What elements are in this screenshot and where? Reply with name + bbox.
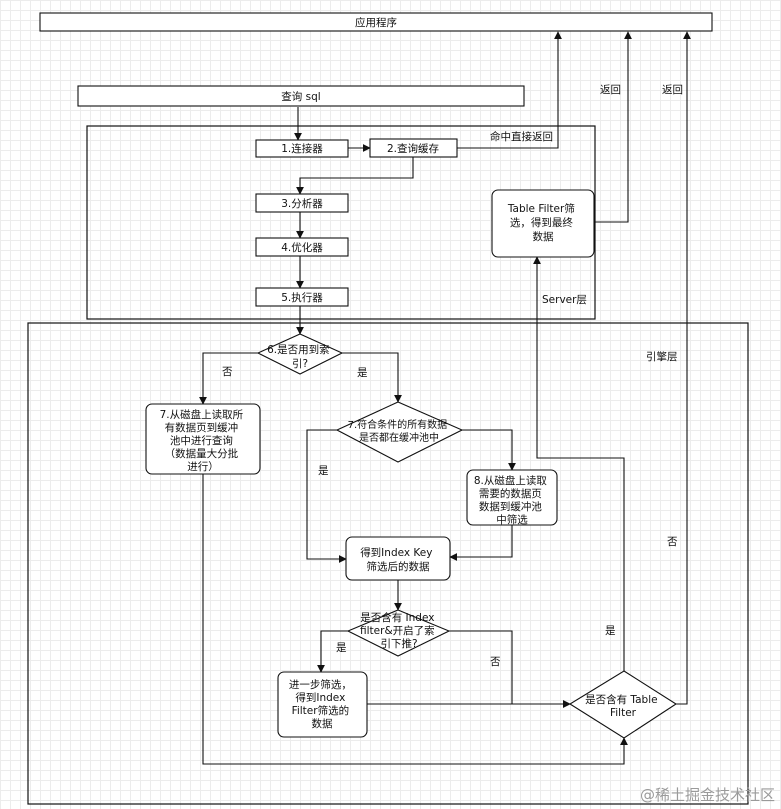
sql-label: 查询 sql	[281, 90, 320, 103]
edge-cache-to-analyzer	[296, 157, 414, 195]
decision-index-filter-text: 是否含有 Index filter&开启了索 引下推?	[360, 611, 438, 650]
edge-fullscan-to-tablefilter	[202, 474, 628, 765]
sql-box	[77, 85, 525, 107]
edge-tablefilter-no-return	[676, 31, 691, 705]
label-no-3: 否	[667, 536, 678, 548]
label-yes-1: 是	[357, 367, 368, 379]
optimizer-box	[255, 237, 349, 257]
read-needed-box	[466, 469, 558, 526]
table-filter-box-text: Table Filter筛 选，得到最终 数据	[507, 202, 578, 243]
edge-indexfilter-yes	[317, 630, 348, 673]
further-filter-box	[277, 671, 368, 738]
edge-cache-hit-return	[457, 31, 562, 149]
label-return-1: 返回	[600, 84, 621, 96]
decision-table-filter-text: 是否含有 Table Filter	[585, 693, 661, 719]
label-no-1: 否	[222, 366, 233, 378]
edge-tablefilter-yes	[533, 256, 625, 671]
decision-all-in-pool	[335, 401, 464, 463]
app-box	[39, 12, 713, 32]
edge-decision7-yes	[306, 429, 347, 563]
connector-label: 1.连接器	[281, 142, 323, 155]
decision-all-in-pool-text: 7.符合条件的所有数据 是否都在缓冲池中	[348, 418, 451, 444]
decision-index-filter	[346, 609, 451, 657]
engine-layer-box	[27, 322, 749, 805]
cache-label: 2.查询缓存	[387, 142, 440, 155]
decision-table-filter	[568, 670, 678, 739]
watermark: @稀土掘金技术社区	[639, 786, 775, 804]
edge-decision7-no	[462, 429, 516, 471]
executor-label: 5.执行器	[281, 291, 323, 304]
table-filter-box	[491, 189, 595, 258]
analyzer-box	[255, 193, 349, 213]
label-yes-2: 是	[318, 465, 329, 477]
analyzer-label: 3.分析器	[281, 197, 323, 210]
label-return-2: 返回	[662, 84, 683, 96]
further-filter-text: 进一步筛选， 得到Index Filter筛选的 数据	[289, 678, 355, 730]
read-needed-text: 8.从磁盘上读取 需要的数据页 数据到缓冲池 中筛选	[474, 474, 550, 526]
label-no-2: 否	[490, 656, 501, 668]
optimizer-label: 4.优化器	[281, 241, 323, 254]
edge-decision6-yes	[342, 352, 402, 403]
decision-use-index	[256, 333, 344, 375]
full-scan-box	[145, 403, 261, 475]
index-key-data-text: 得到Index Key 筛选后的数据	[360, 547, 436, 573]
edge-indexfilter-no	[449, 630, 571, 708]
decision-use-index-text: 6.是否用到索 引?	[267, 343, 333, 370]
label-yes-4: 是	[605, 625, 616, 637]
full-scan-text: 7.从磁盘上读取所 有数据页到缓冲 池中进行查询 （数据量大分批 进行）	[160, 408, 247, 473]
app-label: 应用程序	[355, 16, 397, 29]
index-key-data-box	[345, 536, 451, 581]
cache-box	[369, 138, 458, 158]
label-yes-3: 是	[336, 642, 347, 654]
label-cache-hit: 命中直接返回	[490, 130, 553, 143]
connector-box	[255, 139, 349, 158]
label-engine-layer: 引擎层	[646, 350, 678, 363]
label-server-layer: Server层	[542, 294, 587, 306]
edge-readneeded-to-indexkey	[449, 525, 513, 561]
edge-decision6-no	[199, 352, 258, 405]
edge-tablefilterbox-return	[594, 31, 632, 223]
executor-box	[255, 287, 349, 307]
